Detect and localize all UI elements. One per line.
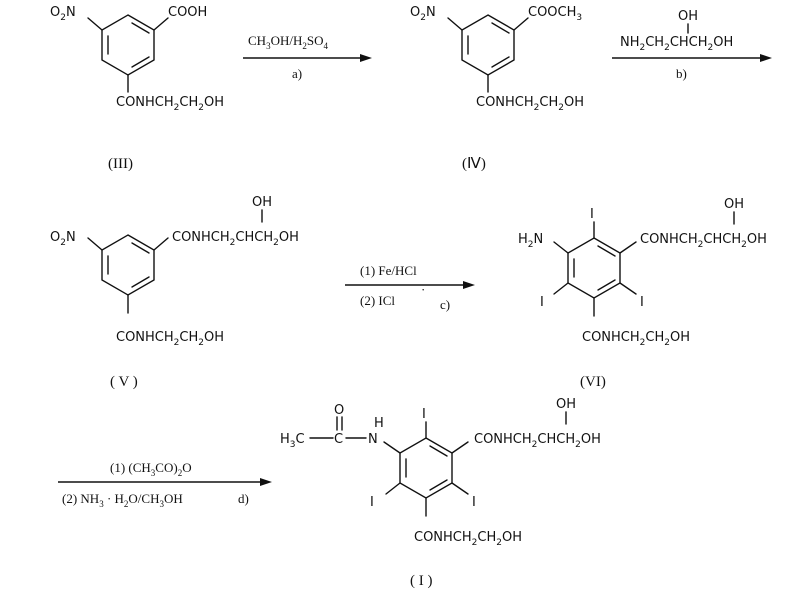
carbonyl-oxygen-I: O	[334, 403, 344, 418]
compound-label-III: (III)	[108, 156, 133, 172]
iodine-left-VI: I	[540, 295, 544, 310]
amino-group-VI: H2N	[518, 232, 543, 250]
iodine-right-VI: I	[640, 295, 644, 310]
methyl-group-I: H3C	[280, 432, 305, 450]
amide-group-V: CONHCH2CH2OH	[116, 330, 224, 348]
amide-hydrogen-I: H	[374, 416, 384, 431]
reagent-b-hydroxyl: OH	[678, 9, 698, 24]
compound-label-VI: (VI)	[580, 374, 606, 390]
reagent-d-step1: (1) (CH3CO)2O	[110, 460, 192, 478]
diol-amide-group-I: CONHCH2CHCH2OH	[474, 432, 601, 450]
reagent-b: NH2CH2CHCH2OH	[620, 35, 733, 53]
compound-VI: H2N I I I OH CONHCH2CHCH2OH CONHCH2CH2OH…	[518, 197, 767, 390]
step-tag-d: d)	[238, 491, 249, 506]
nitro-group-V: O2N	[50, 230, 76, 248]
reaction-arrow-a: CH3OH/H2SO4 a)	[243, 33, 372, 81]
compound-V: O2N OH CONHCH2CHCH2OH CONHCH2CH2OH ( V )	[50, 195, 299, 390]
iodine-top-VI: I	[590, 207, 594, 222]
compound-label-V: ( V )	[110, 374, 138, 390]
reaction-arrow-d: (1) (CH3CO)2O (2) NH3 · H2O/CH3OH d)	[58, 460, 272, 509]
amide-nitrogen-I: N	[368, 432, 378, 447]
iodine-left-I: I	[370, 495, 374, 510]
step-tag-a: a)	[292, 66, 302, 81]
carboxylic-acid-group-III: COOH	[168, 5, 207, 20]
reaction-arrow-c: (1) Fe/HCl (2) ICl · c)	[345, 263, 475, 312]
methyl-ester-group-IV: COOCH3	[528, 5, 582, 23]
diol-amide-group-V: CONHCH2CHCH2OH	[172, 230, 299, 248]
benzene-ring-I	[399, 437, 453, 499]
reaction-arrow-b: OH NH2CH2CHCH2OH b)	[612, 9, 772, 81]
reagent-d-step2: (2) NH3 · H2O/CH3OH	[62, 491, 183, 509]
iodine-right-I: I	[472, 495, 476, 510]
compound-III: O2N COOH CONHCH2CH2OH (III)	[50, 5, 224, 172]
compound-label-I: ( I )	[410, 573, 433, 589]
reagent-a: CH3OH/H2SO4	[248, 33, 328, 51]
amide-group-I: CONHCH2CH2OH	[414, 530, 522, 548]
iodine-top-I: I	[422, 407, 426, 422]
benzene-ring-V	[101, 234, 155, 296]
step-tag-b: b)	[676, 66, 687, 81]
step-tag-c: c)	[440, 297, 450, 312]
reagent-c-dot: ·	[421, 282, 425, 297]
carbonyl-carbon-I: C	[334, 432, 343, 447]
benzene-ring-IV	[461, 14, 515, 76]
hydroxyl-VI: OH	[724, 197, 744, 212]
compound-I: H3C C O N H I I I OH CONHCH2CHCH2OH CONH…	[280, 397, 601, 589]
reagent-c-step2: (2) ICl	[360, 293, 395, 308]
reagent-c-step1: (1) Fe/HCl	[360, 263, 417, 278]
nitro-group-III: O2N	[50, 5, 76, 23]
nitro-group-IV: O2N	[410, 5, 436, 23]
amide-group-IV: CONHCH2CH2OH	[476, 95, 584, 113]
hydroxyl-I: OH	[556, 397, 576, 412]
benzene-ring-VI	[567, 237, 621, 299]
compound-IV: O2N COOCH3 CONHCH2CH2OH (Ⅳ)	[410, 5, 584, 172]
hydroxyl-V: OH	[252, 195, 272, 210]
amide-group-III: CONHCH2CH2OH	[116, 95, 224, 113]
benzene-ring-III	[101, 14, 155, 76]
compound-label-IV: (Ⅳ)	[462, 156, 486, 172]
diol-amide-group-VI: CONHCH2CHCH2OH	[640, 232, 767, 250]
amide-group-VI: CONHCH2CH2OH	[582, 330, 690, 348]
